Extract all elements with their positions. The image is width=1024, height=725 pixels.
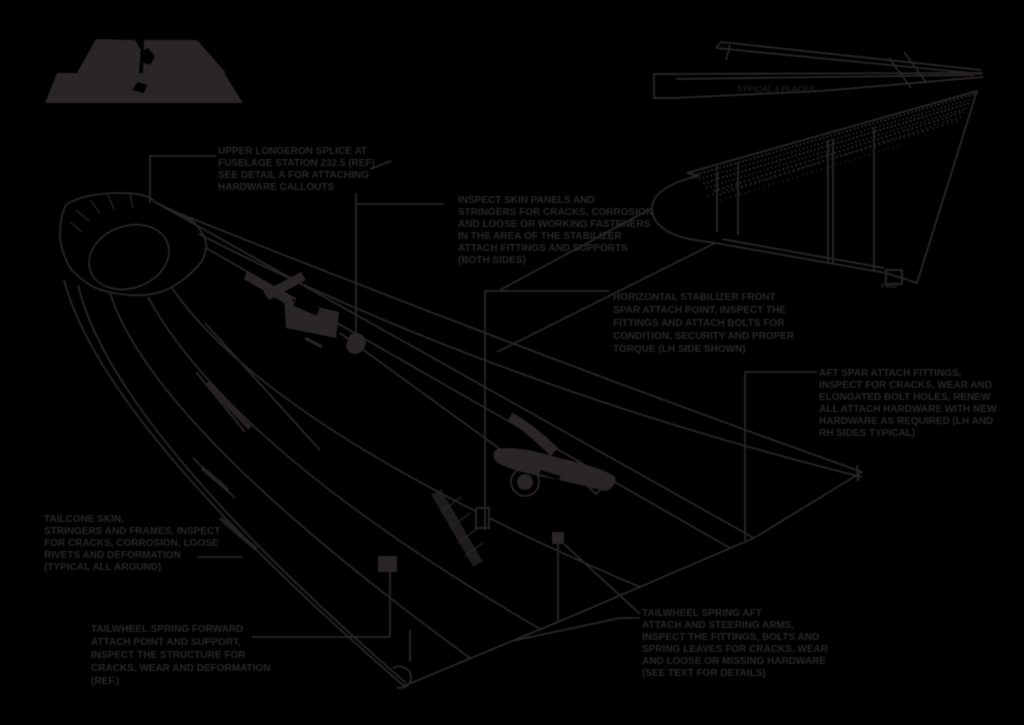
- svg-text:INSPECT THE STRUCTURE FOR: INSPECT THE STRUCTURE FOR: [91, 650, 246, 661]
- svg-text:TORQUE (LH SIDE SHOWN): TORQUE (LH SIDE SHOWN): [613, 344, 746, 355]
- svg-text:CONDITION, SECURITY AND PROPER: CONDITION, SECURITY AND PROPER: [613, 331, 795, 342]
- svg-text:(BOTH SIDES): (BOTH SIDES): [458, 255, 526, 266]
- svg-text:AFT SPAR ATTACH FITTINGS,: AFT SPAR ATTACH FITTINGS,: [819, 368, 962, 379]
- svg-text:ATTACH AND STEERING ARMS,: ATTACH AND STEERING ARMS,: [642, 620, 794, 631]
- svg-text:TAILWHEEL SPRING FORWARD: TAILWHEEL SPRING FORWARD: [91, 624, 243, 635]
- svg-text:(REF.): (REF.): [91, 676, 119, 687]
- svg-text:RIVETS AND DEFORMATION: RIVETS AND DEFORMATION: [44, 550, 181, 561]
- svg-text:ELONGATED BOLT HOLES, RENEW: ELONGATED BOLT HOLES, RENEW: [819, 392, 991, 403]
- svg-text:AND LOOSE OR MISSING HARDWARE: AND LOOSE OR MISSING HARDWARE: [642, 656, 826, 667]
- svg-text:SPAR ATTACH POINT, INSPECT THE: SPAR ATTACH POINT, INSPECT THE: [613, 305, 786, 316]
- svg-text:TAILCONE SKIN,: TAILCONE SKIN,: [44, 514, 124, 525]
- svg-text:ALL ATTACH HARDWARE WITH NEW: ALL ATTACH HARDWARE WITH NEW: [819, 404, 997, 415]
- svg-text:IN THE AREA OF THE STABILIZER: IN THE AREA OF THE STABILIZER: [458, 231, 622, 242]
- svg-text:CRACKS, WEAR AND DEFORMATION: CRACKS, WEAR AND DEFORMATION: [91, 663, 270, 674]
- svg-text:AND LOOSE OR WORKING FASTENERS: AND LOOSE OR WORKING FASTENERS: [458, 219, 651, 230]
- svg-text:SPRING LEAVES FOR CRACKS, WEAR: SPRING LEAVES FOR CRACKS, WEAR: [642, 644, 829, 655]
- svg-text:FUSELAGE STATION 232.5 (REF): FUSELAGE STATION 232.5 (REF): [218, 158, 375, 169]
- svg-text:HARDWARE CALLOUTS: HARDWARE CALLOUTS: [218, 182, 334, 193]
- svg-text:TAILWHEEL SPRING AFT: TAILWHEEL SPRING AFT: [642, 608, 762, 619]
- svg-text:RH SIDES TYPICAL): RH SIDES TYPICAL): [819, 428, 915, 439]
- svg-text:FWD: FWD: [881, 283, 897, 290]
- svg-text:FITTINGS AND ATTACH BOLTS FOR: FITTINGS AND ATTACH BOLTS FOR: [613, 318, 785, 329]
- svg-text:ATTACH POINT AND SUPPORT,: ATTACH POINT AND SUPPORT,: [91, 637, 241, 648]
- svg-text:HORIZONTAL STABILIZER FRONT: HORIZONTAL STABILIZER FRONT: [613, 292, 776, 303]
- svg-text:INSPECT FOR CRACKS, WEAR AND: INSPECT FOR CRACKS, WEAR AND: [819, 380, 992, 391]
- svg-text:INSPECT THE FITTINGS, BOLTS AN: INSPECT THE FITTINGS, BOLTS AND: [642, 632, 819, 643]
- svg-text:FOR CRACKS, CORROSION, LOOSE: FOR CRACKS, CORROSION, LOOSE: [44, 538, 219, 549]
- svg-text:STRINGERS AND FRAMES, INSPECT: STRINGERS AND FRAMES, INSPECT: [44, 526, 220, 537]
- svg-text:UPPER LONGERON SPLICE AT: UPPER LONGERON SPLICE AT: [218, 146, 367, 157]
- svg-text:HARDWARE AS REQUIRED (LH AND: HARDWARE AS REQUIRED (LH AND: [819, 416, 993, 427]
- svg-text:ATTACH FITTINGS AND SUPPORTS: ATTACH FITTINGS AND SUPPORTS: [458, 243, 628, 254]
- svg-text:STRINGERS FOR CRACKS, CORROSIO: STRINGERS FOR CRACKS, CORROSION: [458, 207, 653, 218]
- svg-text:(TYPICAL ALL AROUND): (TYPICAL ALL AROUND): [44, 562, 161, 573]
- svg-text:INSPECT SKIN PANELS AND: INSPECT SKIN PANELS AND: [458, 195, 595, 206]
- svg-text:(SEE TEXT FOR DETAILS): (SEE TEXT FOR DETAILS): [642, 668, 766, 679]
- svg-text:TYPICAL 4 PLACES: TYPICAL 4 PLACES: [737, 84, 815, 94]
- svg-text:SEE DETAIL A FOR ATTACHING: SEE DETAIL A FOR ATTACHING: [218, 170, 369, 181]
